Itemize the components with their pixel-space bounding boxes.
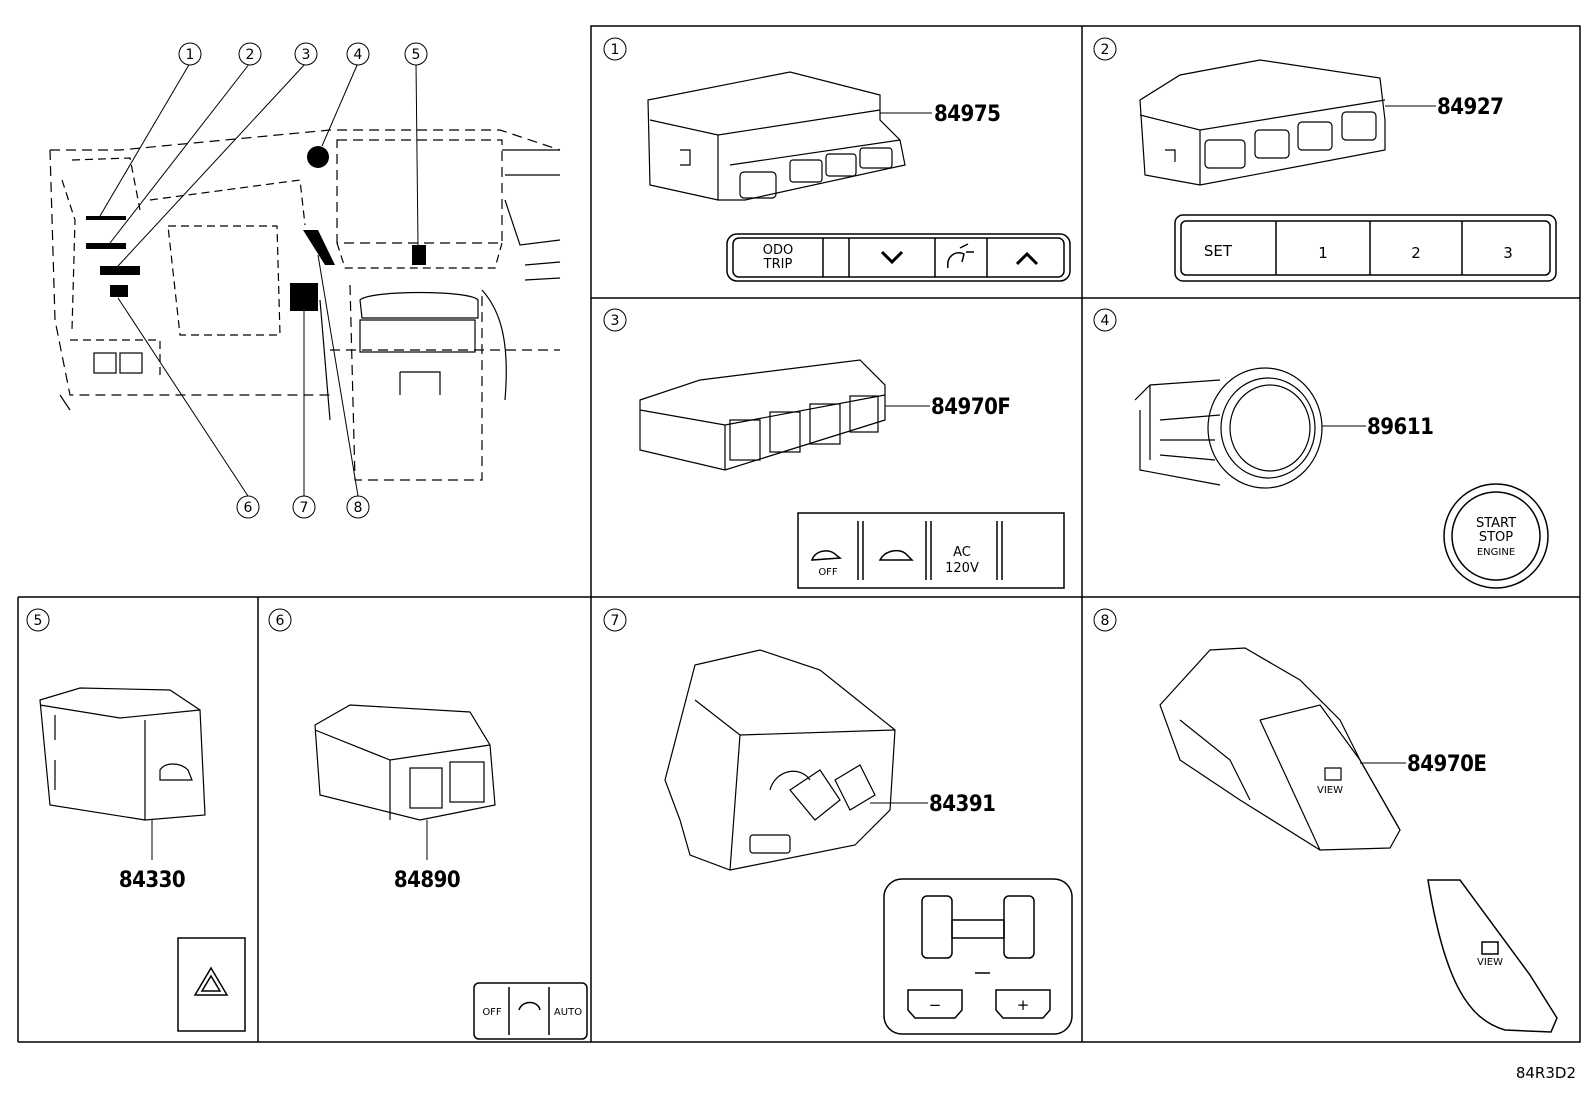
svg-text:1: 1: [186, 47, 195, 63]
button-face-84927: [1174, 214, 1557, 282]
panel-grid: [17, 25, 1581, 1043]
callout-1: 1: [178, 42, 202, 66]
svg-text:4: 4: [354, 47, 363, 63]
overview-markers: [86, 146, 426, 311]
panel-7: 7 84391 − +: [603, 608, 1073, 1035]
part-number-84970E: 84970E: [1407, 752, 1486, 777]
svg-text:8: 8: [354, 500, 363, 516]
callout-2: 2: [238, 42, 262, 66]
off-label-84890: OFF: [482, 1007, 502, 1018]
callout-5: 5: [404, 42, 428, 66]
part-number-89611: 89611: [1367, 415, 1433, 440]
panel-number-8: 8: [1093, 608, 1117, 632]
diagram-code: 84R3D2: [1516, 1064, 1576, 1082]
memory-1-label: 1: [1318, 244, 1328, 262]
svg-text:6: 6: [244, 500, 253, 516]
set-label: SET: [1204, 242, 1233, 260]
switch-illustration-84927: [1139, 59, 1386, 186]
dashboard-overview: [49, 129, 561, 481]
overview-leaders: [99, 62, 419, 497]
panel-3: 3 84970F OFF AC 120V: [603, 308, 1065, 589]
view-label-illustration: VIEW: [1317, 785, 1343, 796]
switch-illustration-84890: [314, 704, 496, 821]
memory-2-label: 2: [1411, 244, 1421, 262]
panel-number-7: 7: [603, 608, 627, 632]
panel-number-4: 4: [1093, 308, 1117, 332]
part-number-84330: 84330: [119, 868, 185, 893]
auto-label: AUTO: [554, 1007, 582, 1018]
svg-text:8: 8: [1101, 613, 1110, 629]
odo-label: ODO: [763, 243, 793, 258]
120v-label: 120V: [945, 561, 979, 576]
switch-illustration-84391: [664, 649, 896, 871]
callout-3: 3: [294, 42, 318, 66]
view-label: VIEW: [1477, 957, 1503, 968]
button-face-84890: [473, 982, 588, 1040]
svg-text:3: 3: [611, 313, 620, 329]
off-label: OFF: [818, 567, 838, 578]
svg-text:6: 6: [276, 613, 285, 629]
part-number-84970F: 84970F: [931, 395, 1010, 420]
callout-8: 8: [346, 495, 370, 519]
panel-6: 6 84890 OFF AUTO: [268, 608, 588, 1040]
part-number-84391: 84391: [929, 792, 995, 817]
svg-text:5: 5: [412, 47, 421, 63]
panel-number-1: 1: [603, 37, 627, 61]
svg-text:5: 5: [34, 613, 43, 629]
trip-label: TRIP: [763, 257, 793, 272]
panel-number-2: 2: [1093, 37, 1117, 61]
callout-7: 7: [292, 495, 316, 519]
minus-label: −: [929, 996, 942, 1014]
callout-4: 4: [346, 42, 370, 66]
panel-4: 4 89611 START STOP ENGINE: [1093, 308, 1549, 589]
panel-number-5: 5: [26, 608, 50, 632]
svg-text:2: 2: [1101, 42, 1110, 58]
panel-2: 2 84927 SET 1 2 3: [1093, 37, 1557, 282]
panel-1: 1 84975 ODO TRIP: [603, 37, 1071, 282]
svg-text:7: 7: [611, 613, 620, 629]
svg-text:1: 1: [611, 42, 620, 58]
panel-number-6: 6: [268, 608, 292, 632]
trailer-brake-button-face: [883, 878, 1073, 1035]
part-number-84890: 84890: [394, 868, 460, 893]
button-face-84975: [726, 233, 1071, 282]
part-number-84927: 84927: [1437, 95, 1503, 120]
panel-8: 8 84970E VIEW VIEW: [1093, 608, 1558, 1033]
panel-5: 5 84330: [26, 608, 246, 1032]
engine-label: ENGINE: [1477, 547, 1515, 558]
hazard-button-face: [177, 937, 246, 1032]
switch-illustration-84970F: [639, 359, 886, 471]
switch-illustration-84975: [647, 71, 906, 201]
switch-illustration-84330: [39, 687, 206, 821]
plus-label: +: [1017, 996, 1030, 1014]
button-face-84970F: [797, 512, 1065, 589]
ac-label: AC: [953, 545, 971, 560]
memory-3-label: 3: [1503, 244, 1513, 262]
start-label: START: [1476, 516, 1516, 531]
panel-number-3: 3: [603, 308, 627, 332]
view-button-face: [1427, 879, 1558, 1033]
start-stop-button-face: [1443, 483, 1549, 589]
switch-illustration-89611: [1134, 367, 1323, 489]
switch-illustration-84970E: [1159, 647, 1401, 851]
part-number-84975: 84975: [934, 102, 1000, 127]
overview-callouts: 1 2 3 4 5 6 7 8: [178, 42, 428, 519]
svg-text:3: 3: [302, 47, 311, 63]
callout-6: 6: [236, 495, 260, 519]
svg-text:2: 2: [246, 47, 255, 63]
svg-text:4: 4: [1101, 313, 1110, 329]
svg-text:7: 7: [300, 500, 309, 516]
stop-label: STOP: [1479, 530, 1513, 545]
